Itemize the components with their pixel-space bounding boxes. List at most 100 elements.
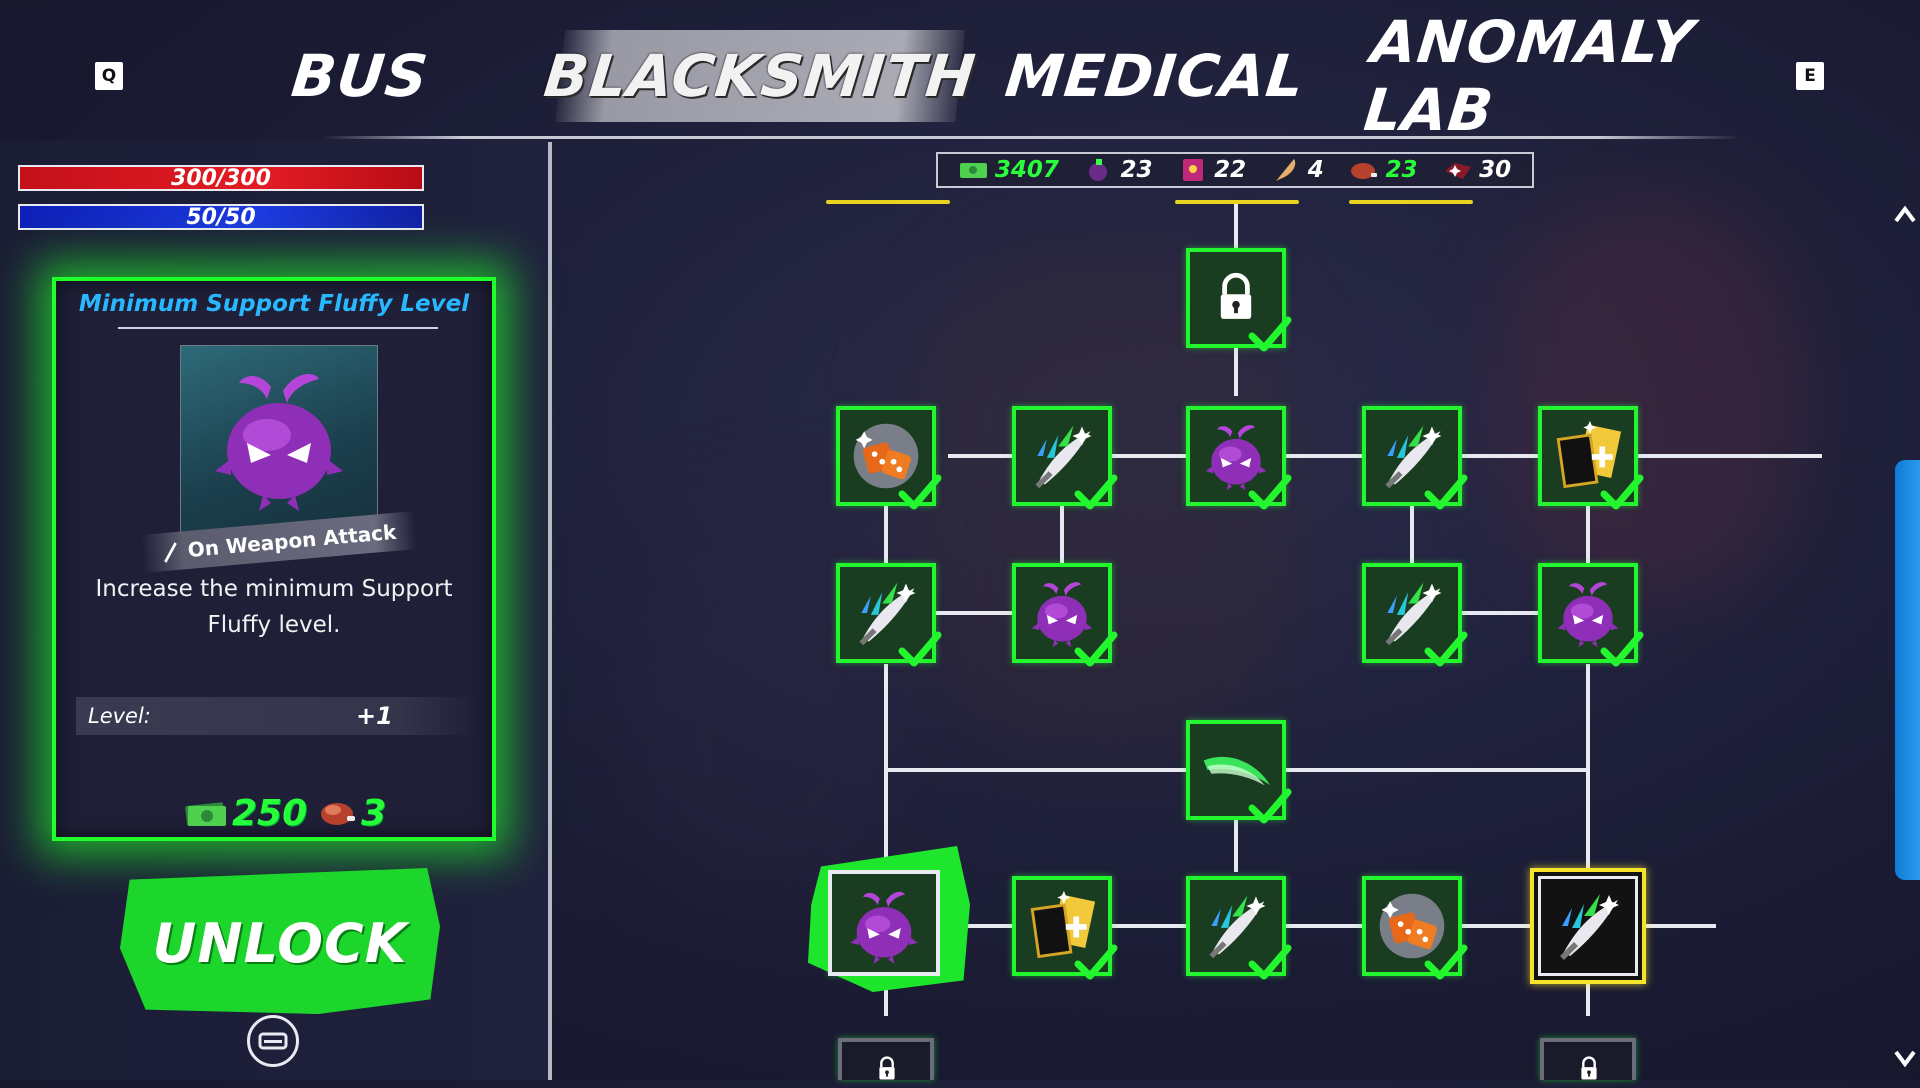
resource-value: 23: [1385, 157, 1418, 183]
level-row: Level: +1: [76, 697, 476, 735]
mana-value: 50/50: [186, 204, 256, 230]
tree-connector: [936, 611, 1012, 615]
resource-value: 22: [1214, 157, 1247, 183]
skill-node-blade-upgrade[interactable]: [1012, 406, 1112, 506]
tree-connector: [1410, 506, 1414, 618]
spellbook-icon: [1183, 159, 1204, 181]
skill-node-blade-upgrade[interactable]: [836, 563, 936, 663]
tab-anomaly-lab[interactable]: ANOMALY LAB: [1360, 8, 1698, 144]
selection-inner-border: [1538, 876, 1638, 976]
branch-indicator: [1349, 200, 1473, 204]
gem-icon: [1445, 163, 1472, 179]
checkmark-icon: [1248, 942, 1292, 982]
skill-node-blade-upgrade[interactable]: [1362, 563, 1462, 663]
skill-tree: [552, 190, 1900, 1080]
checkmark-icon: [1248, 314, 1292, 354]
prev-tab-key-hint[interactable]: Q: [95, 62, 123, 90]
checkmark-icon: [1074, 472, 1118, 512]
feather-icon: [1275, 159, 1296, 181]
next-tab-key-hint[interactable]: E: [1796, 62, 1824, 90]
tree-connector: [1234, 204, 1238, 248]
blade-upgrade-icon: [1548, 886, 1628, 966]
background-blob: [1500, 200, 1800, 600]
branch-indicator: [826, 200, 950, 204]
tree-connector: [936, 924, 1716, 928]
cost-cash-value: 250: [232, 792, 308, 834]
skill-node-fluffy-current[interactable]: [828, 870, 940, 976]
card-portrait: [180, 345, 378, 535]
resource-feather: 4: [1272, 157, 1324, 183]
meat-icon: [321, 803, 356, 825]
resource-value: 23: [1120, 157, 1153, 183]
nav-underline: [320, 136, 1740, 139]
scroll-down-icon[interactable]: [1894, 1050, 1916, 1068]
checkmark-icon: [898, 629, 942, 669]
checkmark-icon: [898, 472, 942, 512]
trigger-tag: On Weapon Attack: [140, 511, 418, 573]
card-title-divider: [118, 327, 438, 329]
resource-meat: 23: [1349, 157, 1417, 183]
resource-spellbook: 22: [1178, 157, 1246, 183]
health-bar: 300/300: [18, 165, 424, 191]
branch-indicator: [1175, 200, 1299, 204]
skill-node-locked[interactable]: [1540, 1038, 1636, 1080]
tree-connector: [884, 976, 888, 1016]
resource-bar: 3407 23 22 4 23 30: [936, 152, 1534, 188]
resource-value: 30: [1479, 157, 1512, 183]
grenade-icon: [1089, 159, 1108, 181]
level-value: +1: [356, 702, 393, 730]
skill-node-card-plus[interactable]: [1012, 876, 1112, 976]
fluffy-icon: [842, 884, 926, 968]
skill-node-fluffy[interactable]: [1012, 563, 1112, 663]
skill-node-dice[interactable]: [1362, 876, 1462, 976]
cash-icon: [185, 802, 226, 826]
fluffy-icon: [215, 374, 343, 511]
tab-medical[interactable]: MEDICAL: [1002, 42, 1308, 110]
skill-node-blade-upgrade-selected[interactable]: [1530, 868, 1646, 984]
level-label: Level:: [88, 704, 151, 728]
scrollbar[interactable]: [1895, 460, 1920, 880]
padlock-icon: [868, 1050, 906, 1088]
checkmark-icon: [1424, 942, 1468, 982]
tree-connector: [1462, 611, 1538, 615]
card-description: Increase the minimum Support Fluffy leve…: [95, 576, 453, 638]
upgrade-detail-card: Minimum Support Fluffy Level On Weapon A…: [52, 277, 496, 841]
tab-bus[interactable]: BUS: [288, 42, 432, 110]
checkmark-icon: [1074, 629, 1118, 669]
skill-node-fluffy[interactable]: [1186, 406, 1286, 506]
scroll-up-icon[interactable]: [1894, 205, 1916, 223]
checkmark-icon: [1248, 786, 1292, 826]
resource-value: 3407: [994, 157, 1059, 183]
cost-material-value: 3: [361, 792, 387, 834]
unlock-button-label: UNLOCK: [152, 912, 408, 975]
tree-connector: [1234, 820, 1238, 872]
health-value: 300/300: [171, 165, 271, 191]
skill-node-slash-wave[interactable]: [1186, 720, 1286, 820]
unlock-button[interactable]: UNLOCK: [120, 868, 440, 1014]
checkmark-icon: [1424, 472, 1468, 512]
tree-connector: [1060, 506, 1064, 618]
skill-node-lock-top[interactable]: [1186, 248, 1286, 348]
checkmark-icon: [1074, 942, 1118, 982]
skill-node-blade-upgrade[interactable]: [1186, 876, 1286, 976]
tab-blacksmith[interactable]: BLACKSMITH: [541, 30, 979, 122]
skill-node-card-plus[interactable]: [1538, 406, 1638, 506]
resource-grenade: 23: [1084, 157, 1152, 183]
checkmark-icon: [1424, 629, 1468, 669]
resource-value: 4: [1307, 157, 1324, 183]
skill-node-blade-upgrade[interactable]: [1362, 406, 1462, 506]
tree-connector: [884, 506, 888, 618]
checkmark-icon: [1600, 629, 1644, 669]
skill-node-fluffy[interactable]: [1538, 563, 1638, 663]
sword-icon: [164, 542, 178, 563]
cost-row: 250 3: [184, 792, 387, 834]
panel-divider: [548, 142, 552, 1080]
meat-icon: [1351, 163, 1378, 179]
top-navigation: Q BUS BLACKSMITH MEDICAL ANOMALY LAB E: [0, 0, 1920, 144]
checkmark-icon: [1600, 472, 1644, 512]
tree-connector: [1586, 976, 1590, 1016]
skill-node-locked[interactable]: [838, 1038, 934, 1080]
resource-cash: 3407: [959, 157, 1059, 183]
checkmark-icon: [1248, 472, 1292, 512]
skill-node-dice[interactable]: [836, 406, 936, 506]
